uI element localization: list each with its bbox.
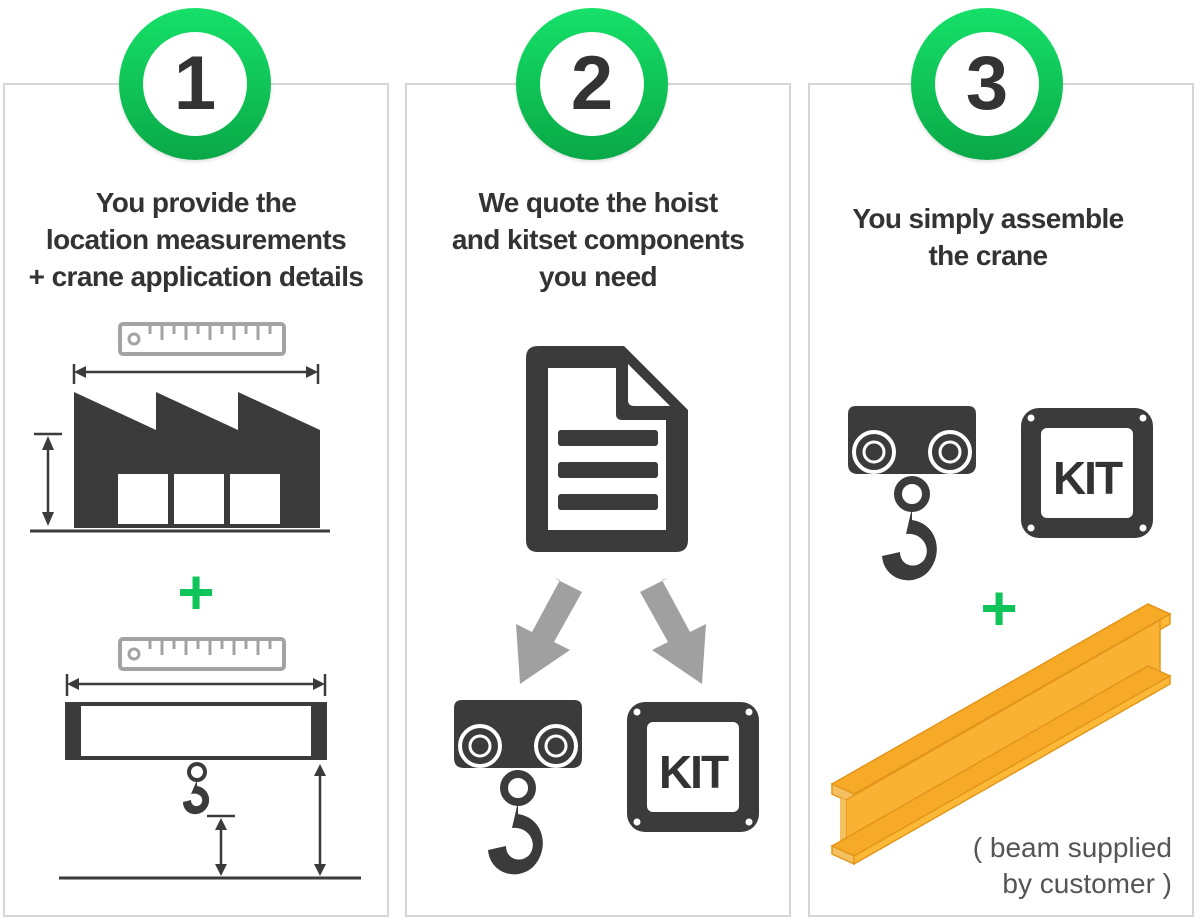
kit-box-icon: KIT bbox=[627, 702, 759, 832]
crane-beam-icon bbox=[59, 674, 361, 880]
step-3-badge: 3 bbox=[911, 8, 1063, 160]
step-2-number: 2 bbox=[570, 41, 614, 126]
trolley-hoist-icon bbox=[454, 700, 582, 875]
step-2-badge: 2 bbox=[516, 8, 668, 160]
plus-icon: + bbox=[177, 556, 215, 628]
hook-icon bbox=[183, 762, 210, 815]
step-3-heading: You simply assemble the crane bbox=[852, 203, 1124, 271]
trolley-hoist-icon bbox=[848, 406, 976, 581]
ruler-icon bbox=[118, 637, 286, 671]
kit-label: KIT bbox=[1053, 452, 1123, 504]
step-1-badge: 1 bbox=[119, 8, 271, 160]
factory-icon bbox=[30, 364, 330, 533]
plus-icon: + bbox=[980, 572, 1018, 644]
hook-icon bbox=[488, 770, 543, 875]
step-1-number: 1 bbox=[173, 41, 217, 126]
arrow-down-icon bbox=[640, 578, 706, 684]
step-1-heading: You provide the location measurements + … bbox=[28, 187, 364, 292]
beam-note: ( beam supplied by customer ) bbox=[972, 832, 1172, 899]
arrow-down-icon bbox=[516, 578, 582, 684]
ruler-icon bbox=[118, 322, 286, 356]
step-2-heading: We quote the hoist and kitset components… bbox=[451, 187, 745, 292]
kit-label: KIT bbox=[659, 746, 729, 798]
kit-box-icon: KIT bbox=[1021, 408, 1153, 538]
step-3-number: 3 bbox=[965, 41, 1009, 126]
document-icon bbox=[526, 346, 688, 552]
i-beam-icon bbox=[830, 603, 1172, 866]
hook-icon bbox=[882, 476, 937, 581]
